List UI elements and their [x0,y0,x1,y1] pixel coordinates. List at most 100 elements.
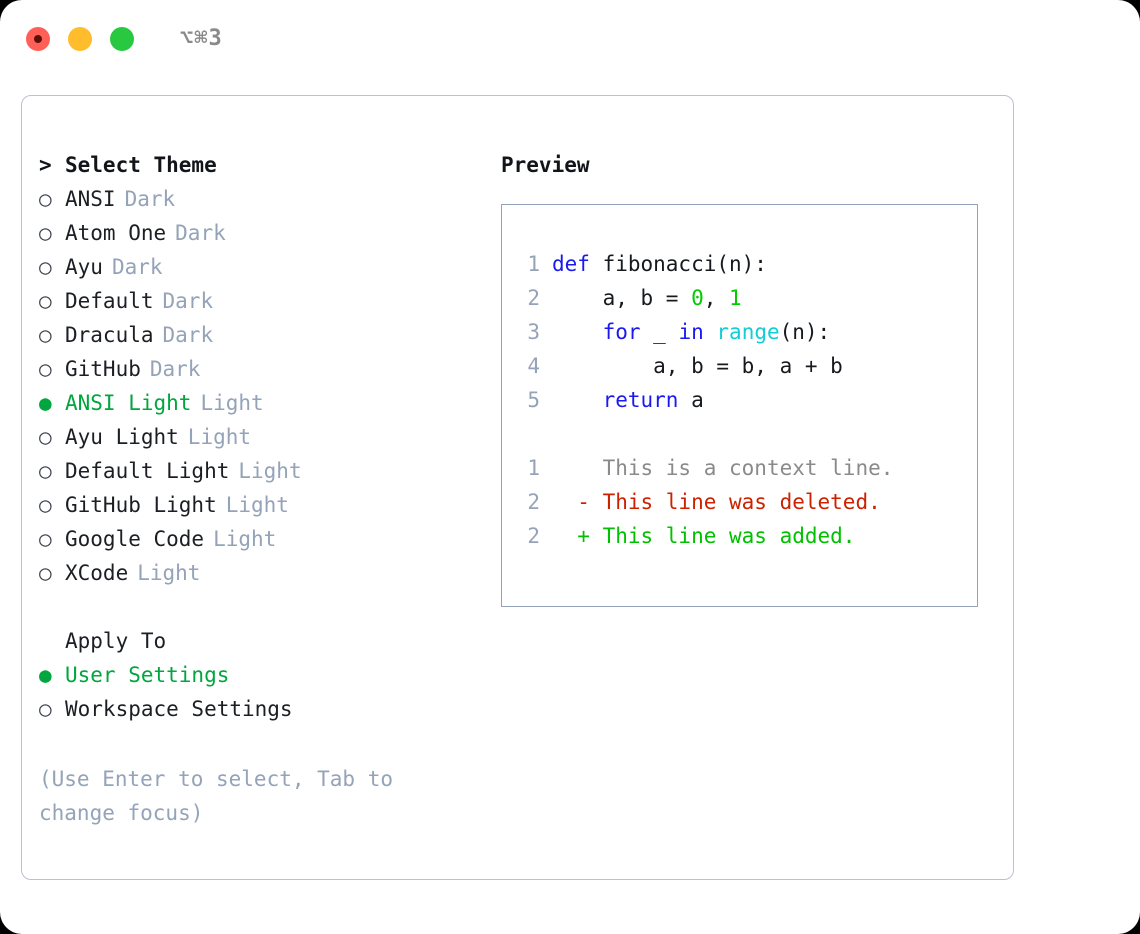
line-number: 4 [527,354,540,378]
theme-name: Ayu [65,255,103,279]
theme-name: Default [65,289,154,313]
list-spacer [39,590,489,624]
radio-unselected-icon: ○ [39,561,52,585]
apply-to-label: Apply To [65,629,167,653]
title-bar: ⌥⌘3 [0,0,1140,78]
apply-to-option[interactable]: ● User Settings [39,658,489,692]
diff-text: This line was deleted. [602,490,881,514]
theme-option[interactable]: ○ Ayu Dark [39,250,489,284]
radio-selected-icon: ● [39,663,52,687]
line-number: 2 [527,286,540,310]
theme-name: GitHub Light [65,493,217,517]
code-token: 0 [691,286,704,310]
theme-option[interactable]: ○ Ayu Light Light [39,420,489,454]
theme-variant-badge: Light [137,561,201,585]
code-token: a [678,388,704,412]
radio-unselected-icon: ○ [39,425,52,449]
line-number: 2 [527,524,540,548]
radio-unselected-icon: ○ [39,527,52,551]
code-token: for [602,320,641,344]
code-line: 3 for _ in range(n): [516,315,977,349]
code-token: (n): [779,320,831,344]
line-number: 1 [527,252,540,276]
code-token: in [678,320,704,344]
diff-marker: - [552,490,603,514]
theme-name: Default Light [65,459,230,483]
spacer-icon: ○ [39,624,65,658]
code-line: 5 return a [516,383,977,417]
diff-sample: 1 This is a context line.2 - This line w… [516,451,977,553]
code-token: _ [640,320,679,344]
close-button[interactable] [26,27,50,51]
select-theme-heading: > Select Theme [39,148,489,182]
maximize-button[interactable] [110,27,134,51]
radio-unselected-icon: ○ [39,357,52,381]
theme-variant-badge: Light [213,527,277,551]
radio-unselected-icon: ○ [39,493,52,517]
theme-name: ANSI [65,187,116,211]
theme-option[interactable]: ● ANSI Light Light [39,386,489,420]
diff-marker: + [552,524,603,548]
line-number: 3 [527,320,540,344]
theme-variant-badge: Dark [149,357,201,381]
code-line: 4 a, b = b, a + b [516,349,977,383]
diff-text: This is a context line. [602,456,894,480]
diff-marker [552,456,603,480]
keyboard-shortcut-label: ⌥⌘3 [180,26,223,51]
code-token: a, b = [552,286,692,310]
theme-name: Ayu Light [65,425,179,449]
keyboard-hint: (Use Enter to select, Tab to change focu… [39,767,394,825]
diff-text: This line was added. [602,524,856,548]
radio-selected-icon: ● [39,391,52,415]
apply-to-option[interactable]: ○ Workspace Settings [39,692,489,726]
theme-option[interactable]: ○ Google Code Light [39,522,489,556]
theme-variant-badge: Light [200,391,264,415]
code-token: 1 [729,286,742,310]
code-token [704,320,717,344]
theme-option[interactable]: ○ Default Dark [39,284,489,318]
theme-variant-badge: Dark [162,289,214,313]
apply-to-list: ● User Settings ○ Workspace Settings [39,658,489,726]
apply-to-option-label: Workspace Settings [65,697,293,721]
diff-line: 1 This is a context line. [516,451,977,485]
line-number: 5 [527,388,540,412]
diff-line: 2 + This line was added. [516,519,977,553]
code-token: range [716,320,780,344]
code-token: , [703,286,730,310]
minimize-button[interactable] [68,27,92,51]
code-token [552,388,603,412]
window-controls [26,27,134,51]
theme-variant-badge: Dark [175,221,226,245]
radio-unselected-icon: ○ [39,289,52,313]
diff-line: 2 - This line was deleted. [516,485,977,519]
code-diff-spacer [516,417,977,451]
code-token: return [602,388,679,412]
radio-unselected-icon: ○ [39,323,52,347]
theme-option[interactable]: ○ GitHub Dark [39,352,489,386]
theme-name: ANSI Light [65,391,192,415]
radio-unselected-icon: ○ [39,459,52,483]
theme-name: Atom One [65,221,167,245]
apply-to-option-label: User Settings [65,663,230,687]
theme-name: GitHub [65,357,141,381]
radio-unselected-icon: ○ [39,187,52,211]
theme-variant-badge: Dark [162,323,214,347]
theme-variant-badge: Light [187,425,252,449]
radio-unselected-icon: ○ [39,255,52,279]
theme-name: Google Code [65,527,205,551]
theme-variant-badge: Dark [111,255,163,279]
radio-unselected-icon: ○ [39,697,52,721]
